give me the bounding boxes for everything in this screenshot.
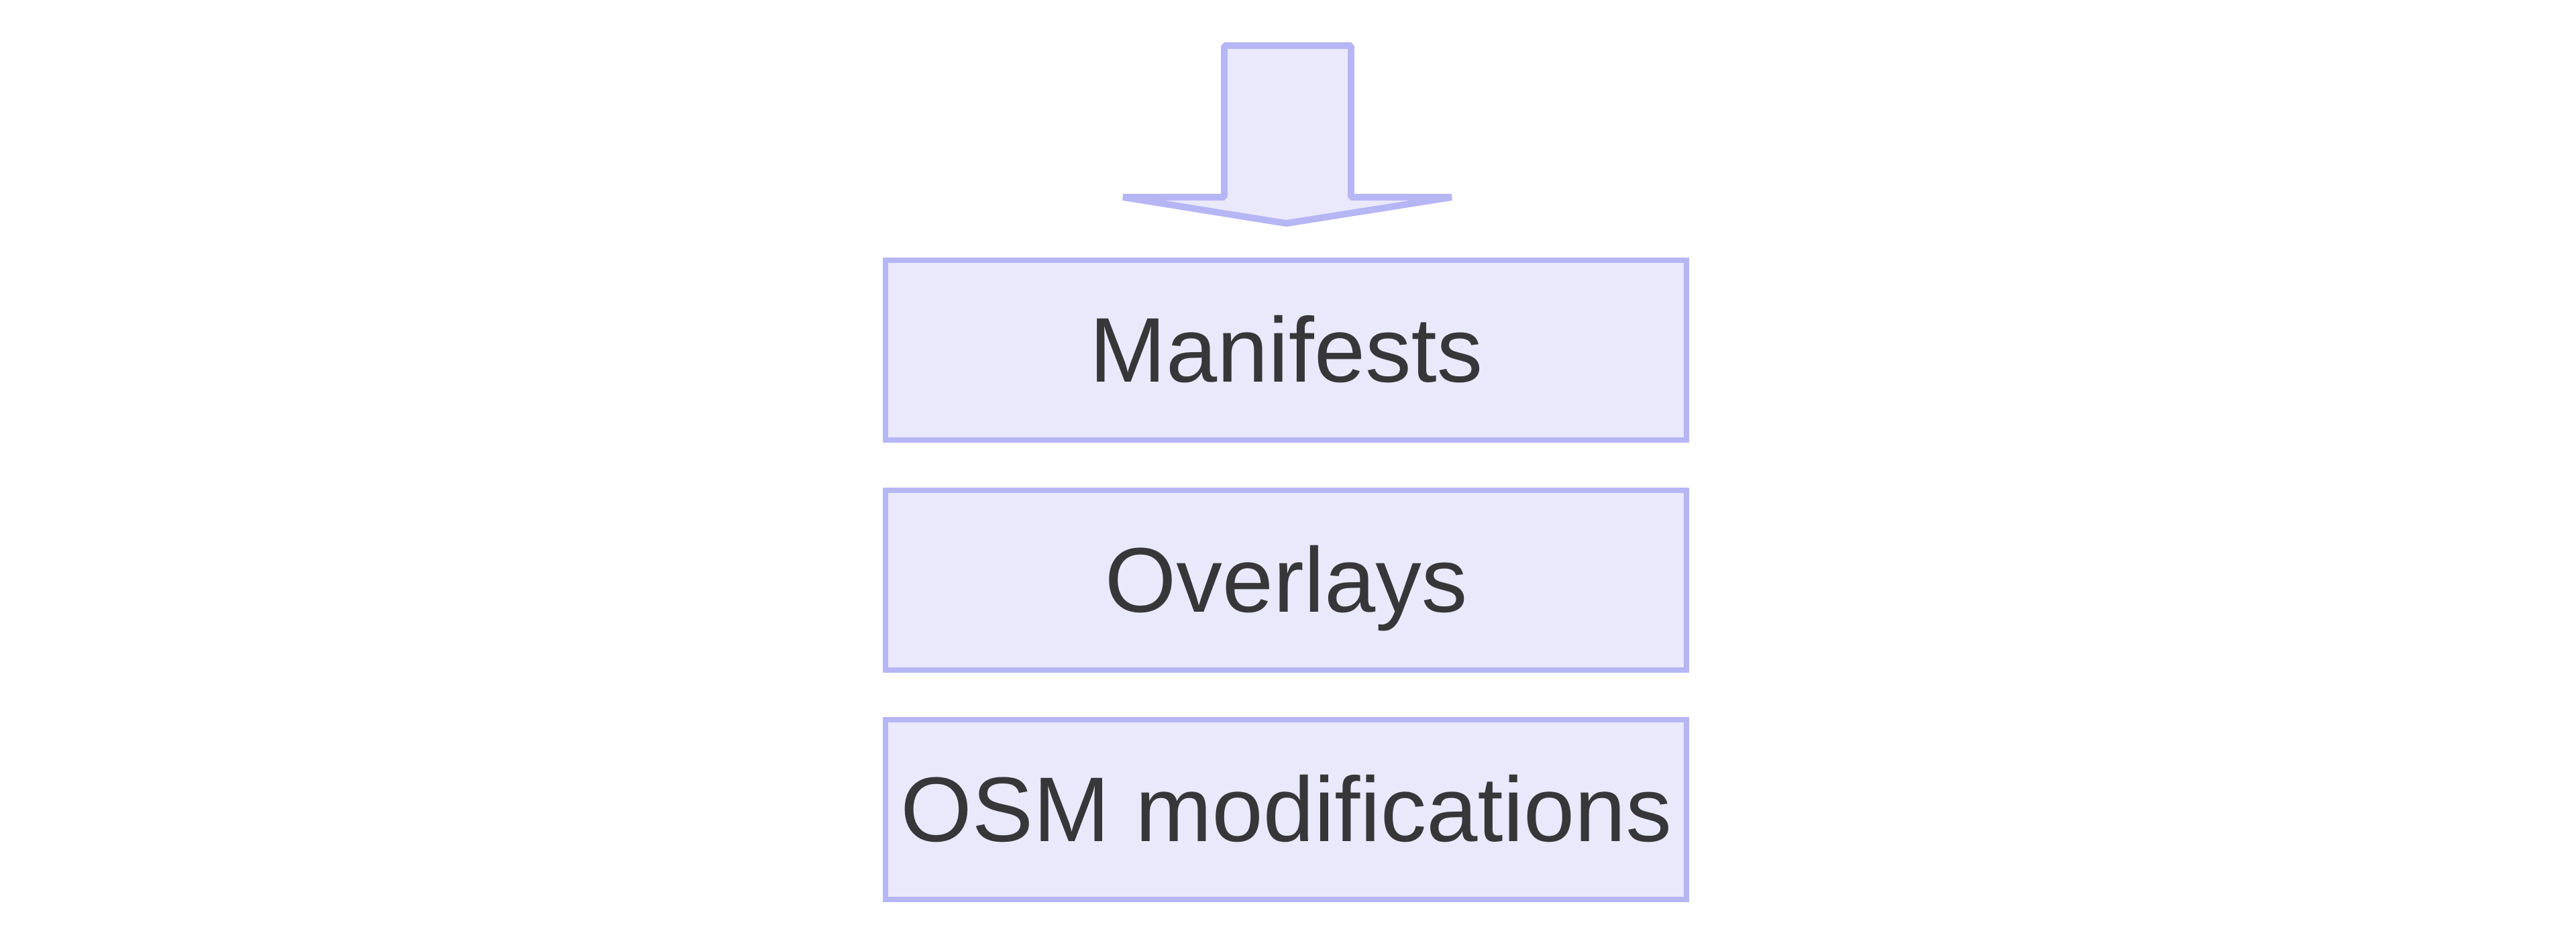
box-osm-modifications-label: OSM modifications: [900, 758, 1672, 861]
box-osm-modifications: OSM modifications: [883, 717, 1689, 902]
box-manifests-label: Manifests: [1089, 298, 1483, 402]
box-overlays-label: Overlays: [1104, 529, 1468, 632]
box-overlays: Overlays: [883, 488, 1689, 673]
down-arrow-icon: [1122, 42, 1452, 227]
box-manifests: Manifests: [883, 258, 1689, 443]
